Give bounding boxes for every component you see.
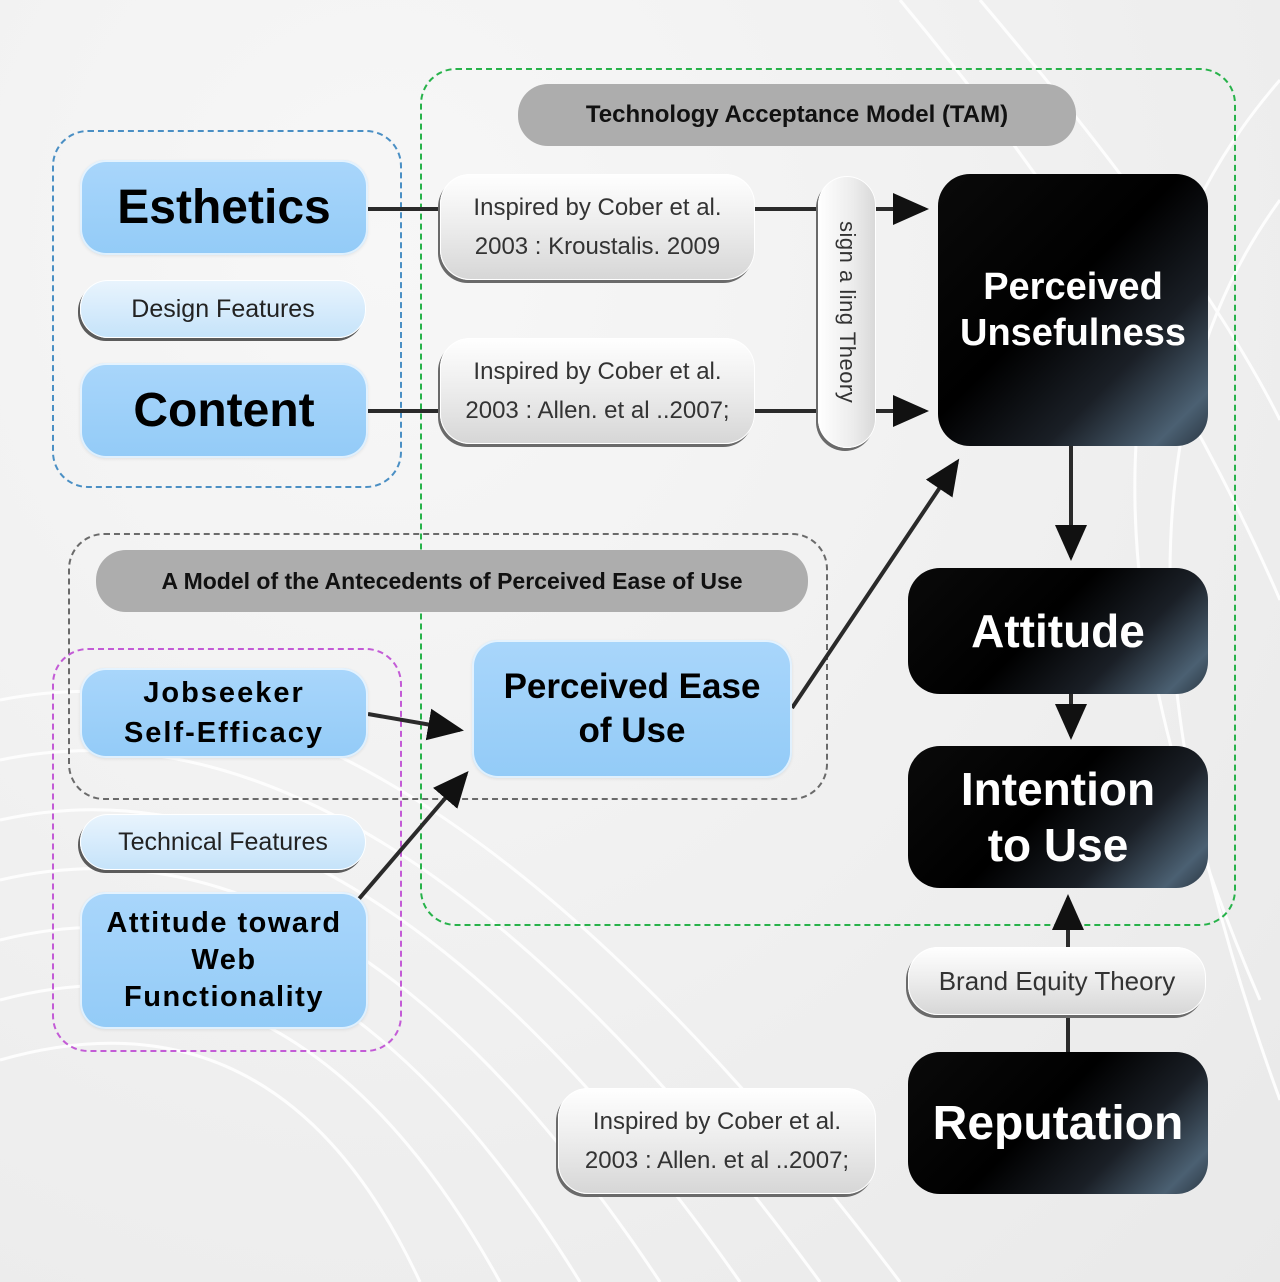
node-label-line: Self-Efficacy [123, 717, 325, 749]
node-label-line: of Use [578, 711, 686, 750]
technical-features-label: Technical Features [80, 814, 366, 870]
antecedents-title-text: A Model of the Antecedents of Perceived … [161, 567, 743, 594]
node-esthetics[interactable]: Esthetics [80, 160, 368, 255]
design-features-text: Design Features [131, 294, 315, 323]
node-attitude[interactable]: Attitude [908, 568, 1208, 694]
signaling-theory-label: sign a ling Theory [818, 176, 876, 448]
design-features-label: Design Features [80, 280, 366, 338]
citation-reputation: Inspired by Cober et al. 2003 : Allen. e… [558, 1088, 876, 1194]
brand-equity-text: Brand Equity Theory [938, 965, 1176, 996]
antecedents-title: A Model of the Antecedents of Perceived … [96, 550, 808, 612]
node-reputation-label: Reputation [932, 1096, 1184, 1150]
node-content-label: Content [133, 384, 315, 437]
edge-ease-to-usefulness [790, 458, 960, 710]
tam-group [420, 68, 1236, 926]
node-label-line: Functionality [124, 981, 324, 1013]
node-content[interactable]: Content [80, 363, 368, 458]
node-label-line: Intention [960, 763, 1156, 815]
tam-title-text: Technology Acceptance Model (TAM) [585, 101, 1009, 128]
node-label-line: Jobseeker [143, 677, 305, 709]
node-label-line: Web [191, 944, 257, 976]
citation-line: Inspired by Cober et al. [592, 1108, 842, 1135]
node-reputation[interactable]: Reputation [908, 1052, 1208, 1194]
citation-line: Inspired by Cober et al. [473, 358, 722, 385]
edge-webattitude-to-ease [356, 770, 469, 902]
node-jobseeker-self-efficacy[interactable]: Jobseeker Self-Efficacy [80, 668, 368, 758]
node-label-line: Perceived Ease [503, 667, 761, 706]
node-label-line: Unsefulness [960, 312, 1186, 354]
tam-title: Technology Acceptance Model (TAM) [518, 84, 1076, 146]
citation-line: 2003 : Allen. et al ..2007; [465, 397, 730, 424]
node-label-line: Perceived [983, 266, 1163, 308]
signaling-theory-text: sign a ling Theory [835, 220, 860, 404]
technical-features-text: Technical Features [118, 827, 328, 856]
design-features-group [52, 130, 402, 488]
node-perceived-ease-of-use[interactable]: Perceived Ease of Use [472, 640, 792, 778]
node-attitude-web-functionality[interactable]: Attitude toward Web Functionality [80, 892, 368, 1029]
citation-line: Inspired by Cober et al. [473, 194, 722, 221]
brand-equity-theory-label: Brand Equity Theory [908, 947, 1206, 1015]
citation-esthetics: Inspired by Cober et al. 2003 : Kroustal… [440, 174, 755, 280]
node-esthetics-label: Esthetics [117, 181, 331, 234]
citation-line: 2003 : Kroustalis. 2009 [474, 233, 721, 260]
edge-selfefficacy-to-ease [367, 708, 464, 741]
node-label-line: to Use [987, 819, 1129, 871]
citation-content: Inspired by Cober et al. 2003 : Allen. e… [440, 338, 755, 444]
node-attitude-label: Attitude [971, 605, 1145, 657]
node-intention-to-use[interactable]: Intention to Use [908, 746, 1208, 888]
citation-line: 2003 : Allen. et al ..2007; [584, 1147, 850, 1174]
node-perceived-unsefulness[interactable]: Perceived Unsefulness [938, 174, 1208, 446]
node-label-line: Attitude toward [106, 907, 342, 939]
